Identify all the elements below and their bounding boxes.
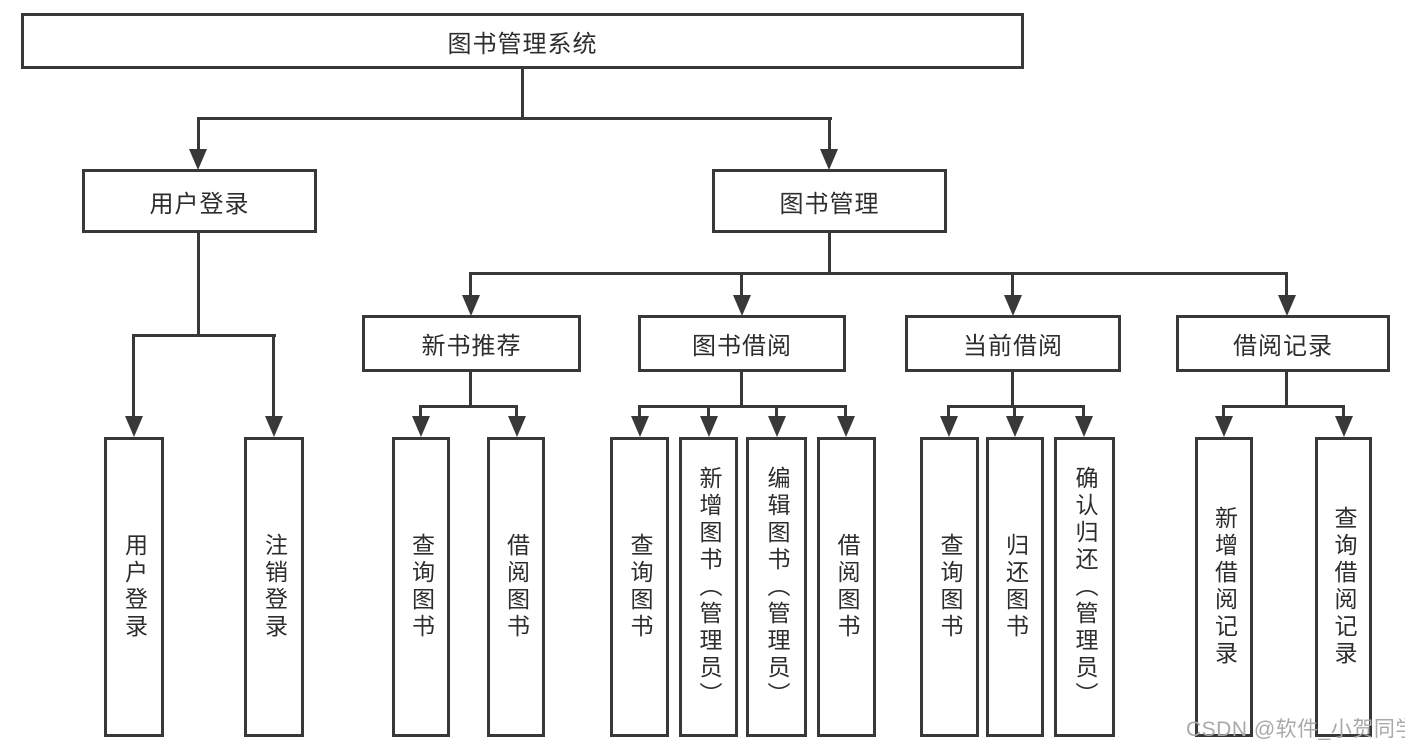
connector-leaf-stem bbox=[844, 405, 847, 419]
connector-leaf-stem bbox=[638, 405, 641, 419]
leaf-query-book-2: 查询图书 bbox=[610, 437, 669, 737]
connector-root-hbar bbox=[197, 117, 832, 120]
connector-leaf-stem bbox=[515, 405, 518, 419]
leaf-query-book-3: 查询图书 bbox=[920, 437, 979, 737]
node-book-borrow: 图书借阅 bbox=[638, 315, 846, 372]
arrow-into-query-book-2 bbox=[631, 416, 649, 437]
node-new-book-rec: 新书推荐 bbox=[362, 315, 581, 372]
connector-newbookrec-hbar bbox=[419, 405, 518, 408]
leaf-add-record: 新增借阅记录 bbox=[1195, 437, 1253, 737]
arrow-into-current-borrow bbox=[1004, 295, 1022, 316]
csdn-watermark: CSDN @软件_小贺同学 bbox=[1186, 718, 1405, 741]
connector-borrowrecord-stem bbox=[1285, 272, 1288, 300]
connector-newbookrec-down bbox=[469, 372, 472, 408]
connector-leaf-stem bbox=[1082, 405, 1085, 419]
connector-newbookrec-stem bbox=[469, 272, 472, 300]
connector-userlogin-stem bbox=[197, 117, 200, 153]
arrow-into-book-borrow bbox=[733, 295, 751, 316]
arrow-into-borrow-record bbox=[1278, 295, 1296, 316]
leaf-borrow-book-1: 借阅图书 bbox=[487, 437, 545, 737]
connector-leaf-stem bbox=[419, 405, 422, 419]
connector-level3-hbar bbox=[469, 272, 1288, 275]
connector-borrowrecord-hbar bbox=[1222, 405, 1345, 408]
arrow-into-borrow-book-2 bbox=[837, 416, 855, 437]
arrow-into-confirm-return bbox=[1075, 416, 1093, 437]
arrow-into-add-record bbox=[1215, 416, 1233, 437]
arrow-into-query-book-1 bbox=[412, 416, 430, 437]
connector-userlogin-down bbox=[197, 233, 200, 337]
connector-currentborrow-hbar bbox=[947, 405, 1085, 408]
connector-leaf-logout-stem bbox=[272, 334, 275, 420]
arrow-into-add-book bbox=[700, 416, 718, 437]
arrow-into-return-book bbox=[1006, 416, 1024, 437]
connector-leaf-stem bbox=[775, 405, 778, 419]
connector-root-stem bbox=[521, 69, 524, 119]
leaf-add-book: 新增图书（管理员） bbox=[679, 437, 738, 737]
connector-leaf-stem bbox=[1013, 405, 1016, 419]
connector-bookborrow-down bbox=[740, 372, 743, 408]
leaf-borrow-book-2: 借阅图书 bbox=[817, 437, 876, 737]
node-current-borrow: 当前借阅 bbox=[905, 315, 1121, 372]
arrow-into-leaf-logout bbox=[265, 416, 283, 437]
leaf-edit-book: 编辑图书（管理员） bbox=[746, 437, 807, 737]
arrow-into-query-record bbox=[1335, 416, 1353, 437]
node-root-library-system: 图书管理系统 bbox=[21, 13, 1024, 69]
connector-borrowrecord-down bbox=[1285, 372, 1288, 408]
arrow-into-edit-book bbox=[768, 416, 786, 437]
connector-bookmgmt-stem bbox=[828, 117, 831, 153]
arrow-into-book-mgmt bbox=[820, 149, 838, 170]
leaf-return-book: 归还图书 bbox=[986, 437, 1044, 737]
connector-leaf-stem bbox=[1222, 405, 1225, 419]
connector-bookborrow-stem bbox=[740, 272, 743, 300]
leaf-logout: 注销登录 bbox=[244, 437, 304, 737]
leaf-user-login: 用户登录 bbox=[104, 437, 164, 737]
arrow-into-new-book-rec bbox=[462, 295, 480, 316]
connector-currentborrow-stem bbox=[1011, 272, 1014, 300]
arrow-into-leaf-user-login bbox=[125, 416, 143, 437]
node-book-mgmt: 图书管理 bbox=[712, 169, 947, 233]
connector-leaf-stem bbox=[947, 405, 950, 419]
leaf-query-record: 查询借阅记录 bbox=[1315, 437, 1372, 737]
connector-currentborrow-down bbox=[1011, 372, 1014, 408]
arrow-into-user-login bbox=[189, 149, 207, 170]
connector-bookborrow-hbar bbox=[638, 405, 847, 408]
connector-leaf-stem bbox=[707, 405, 710, 419]
node-borrow-record: 借阅记录 bbox=[1176, 315, 1390, 372]
node-user-login: 用户登录 bbox=[82, 169, 317, 233]
arrow-into-query-book-3 bbox=[940, 416, 958, 437]
connector-leaf-stem bbox=[1342, 405, 1345, 419]
connector-userlogin-hbar bbox=[132, 334, 276, 337]
connector-bookmgmt-down bbox=[828, 233, 831, 275]
leaf-confirm-return: 确认归还（管理员） bbox=[1054, 437, 1115, 737]
leaf-query-book-1: 查询图书 bbox=[392, 437, 450, 737]
connector-leaf-userlogin-stem bbox=[132, 334, 135, 420]
arrow-into-borrow-book-1 bbox=[508, 416, 526, 437]
